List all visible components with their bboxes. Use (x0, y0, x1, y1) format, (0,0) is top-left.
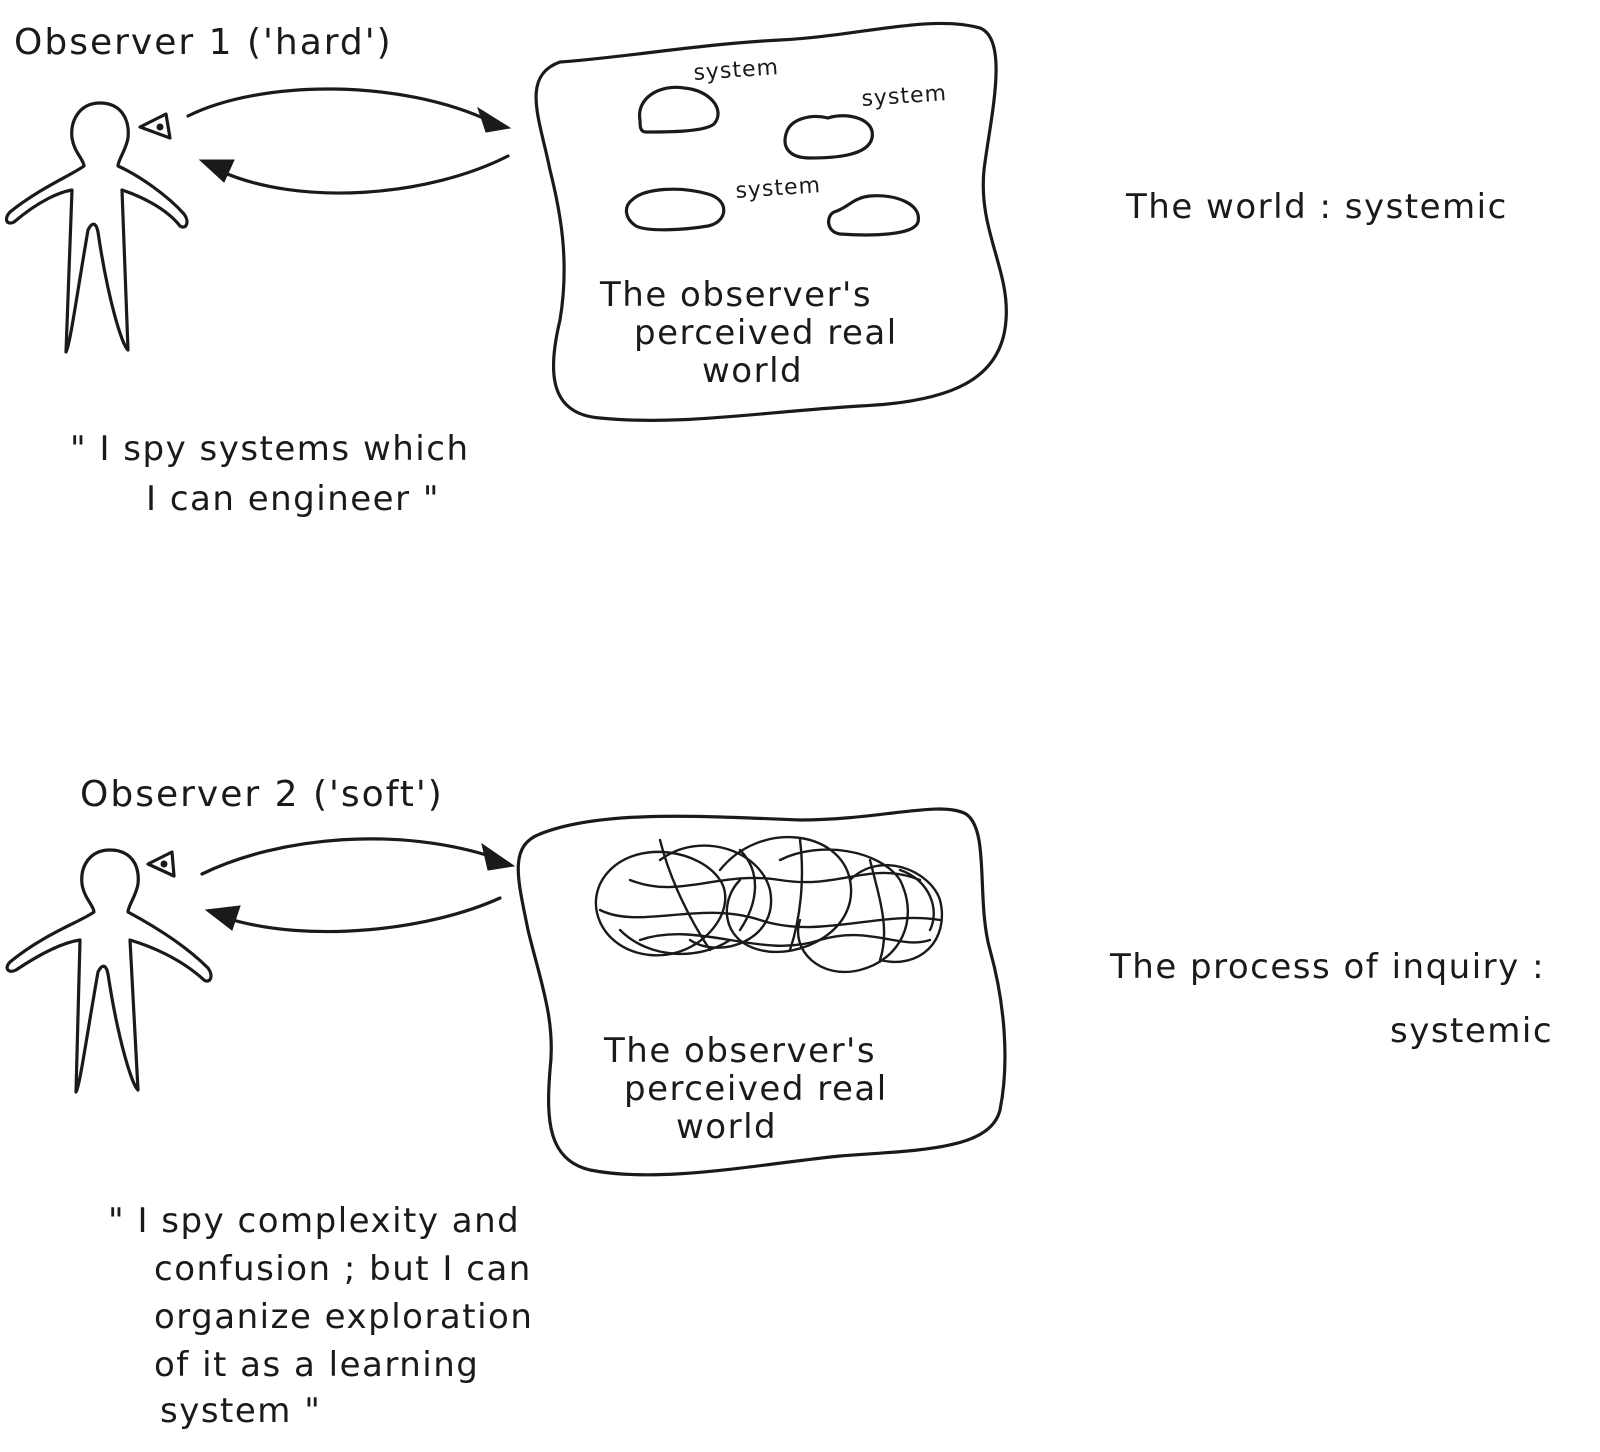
observer-2-arrow-from-world-icon (224, 896, 502, 934)
observer-1-world-text-line-2: perceived real (634, 313, 898, 353)
observer-1-arrow-to-world-icon (186, 87, 494, 124)
observer-1-system-label-3: system (735, 173, 822, 204)
observer-1-system-label-1: system (693, 55, 780, 86)
observer-1-side-label: The world : systemic (1125, 187, 1508, 227)
observer-1-world-text-line-3: world (702, 351, 803, 391)
observer-1-arrow-from-world-icon (216, 154, 510, 195)
observer-2-quote-line-2: confusion ; but I can (154, 1249, 532, 1289)
observer-2-quote-line-4: of it as a learning (154, 1345, 479, 1385)
observer-2-arrowhead-right-icon (481, 842, 516, 871)
observer-2-side-label-line-1: The process of inquiry : (1109, 947, 1545, 987)
observer-2-quote-line-5: system " (160, 1391, 321, 1431)
observer-2-complexity-scribble-icon (594, 836, 944, 973)
observer-1-system-blob-1 (638, 85, 720, 134)
observer-2-side-label-line-2: systemic (1390, 1011, 1553, 1051)
observer-1-system-blob-2 (783, 114, 874, 160)
observer-2-quote-line-1: " I spy complexity and (108, 1201, 520, 1241)
observer-1-eye-icon (138, 112, 172, 140)
observer-2-section: Observer 2 ('soft') (5, 774, 1553, 1431)
observer-1-pupil-icon (156, 123, 164, 131)
observer-2-eye-icon (146, 850, 176, 878)
observer-1-world-blob (534, 21, 1008, 422)
observer-1-system-blob-4 (827, 194, 920, 237)
observer-1-system-label-2: system (861, 81, 948, 112)
observer-1-system-blob-3 (624, 187, 726, 232)
observer-2-world-text-line-2: perceived real (624, 1069, 888, 1109)
observer-1-arrowhead-left-icon (198, 159, 235, 183)
observer-2-figure-icon (5, 848, 213, 1094)
observer-1-section: Observer 1 ('hard') system system system… (4, 21, 1508, 519)
observer-2-quote-line-3: organize exploration (154, 1297, 533, 1337)
observer-1-world-text-line-1: The observer's (599, 275, 872, 315)
observer-2-world-text-line-1: The observer's (603, 1031, 876, 1071)
observer-2-title: Observer 2 ('soft') (80, 774, 444, 815)
observer-1-title: Observer 1 ('hard') (14, 22, 393, 63)
observer-2-arrowhead-left-icon (204, 905, 241, 931)
observer-1-figure-icon (4, 101, 189, 354)
observer-2-world-text-line-3: world (676, 1107, 777, 1147)
observer-2-arrow-to-world-icon (200, 837, 498, 876)
observer-1-quote-line-2: I can engineer " (146, 479, 440, 519)
observer-2-world-blob (516, 807, 1007, 1177)
observer-1-arrowhead-right-icon (477, 106, 512, 133)
observer-1-quote-line-1: " I spy systems which (70, 429, 470, 469)
observer-2-pupil-icon (160, 860, 168, 868)
